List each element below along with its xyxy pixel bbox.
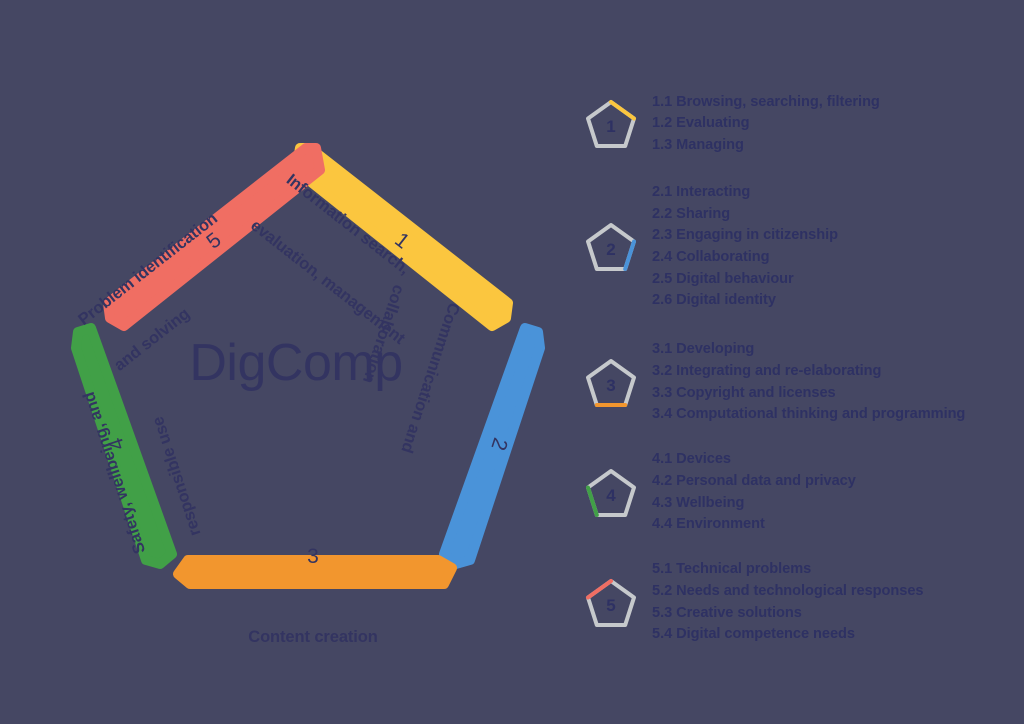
wheel-label-3: Content creation [248, 589, 378, 686]
list-item[interactable]: 1.3 Managing [652, 136, 744, 153]
wheel-segment-5[interactable]: 5 [103, 143, 325, 331]
list-item[interactable]: 3.4 Computational thinking and programmi… [652, 406, 966, 423]
wheel-center-title: DigComp [189, 334, 402, 392]
pentagon-3-number: 3 [606, 376, 615, 395]
pentagon-5-number: 5 [606, 596, 615, 615]
wheel-segment-5-shape [103, 143, 325, 331]
pentagon-5-accent-edge [586, 578, 613, 599]
list-item[interactable]: 2.3 Engaging in citizenship [652, 227, 838, 244]
list-item[interactable]: 5.2 Needs and technological responses [652, 582, 924, 599]
competence-group-5-items: 5.1 Technical problems 5.2 Needs and tec… [642, 559, 924, 645]
list-item[interactable]: 4.3 Wellbeing [652, 494, 745, 511]
pentagon-5-icon: 5 [580, 575, 642, 631]
pentagon-2-outline [586, 223, 636, 271]
competence-group-5[interactable]: 5 5.1 Technical problems 5.2 Needs and t… [580, 555, 924, 650]
wheel-svg: 1 2 3 4 5 DigComp [71, 143, 545, 589]
pentagon-4-number: 4 [606, 486, 616, 505]
competence-group-4[interactable]: 4 4.1 Devices 4.2 Personal data and priv… [580, 445, 856, 540]
list-item[interactable]: 4.2 Personal data and privacy [652, 472, 856, 489]
wheel-label-4-line1: Safety, wellbeing, and [79, 389, 150, 556]
list-item[interactable]: 1.2 Evaluating [652, 115, 750, 132]
wheel-label-2-line1: Communication and [397, 300, 463, 456]
list-item[interactable]: 3.1 Developing [652, 341, 755, 358]
wheel-segment-3[interactable]: 3 [173, 545, 457, 589]
competence-list: 1 1.1 Browsing, searching, filtering 1.2… [580, 80, 1024, 660]
list-item[interactable]: 1.1 Browsing, searching, filtering [652, 93, 880, 110]
digcomp-wheel: 1 2 3 4 5 DigComp [0, 60, 580, 660]
list-item[interactable]: 2.2 Sharing [652, 205, 731, 222]
competence-group-1-items: 1.1 Browsing, searching, filtering 1.2 E… [642, 92, 880, 157]
pentagon-4-outline [586, 468, 636, 517]
list-item[interactable]: 5.4 Digital competence needs [652, 626, 855, 643]
pentagon-2-number: 2 [606, 240, 615, 259]
wheel-label-2-line2: collaboration [358, 282, 408, 386]
pentagon-1-icon: 1 [580, 96, 642, 152]
pentagon-3-icon: 3 [580, 355, 642, 411]
wheel-segment-2[interactable]: 2 [439, 323, 545, 569]
list-item[interactable]: 3.3 Copyright and licenses [652, 384, 836, 401]
list-item[interactable]: 2.6 Digital identity [652, 292, 776, 309]
list-item[interactable]: 2.4 Collaborating [652, 249, 770, 265]
wheel-segment-4-shape [71, 323, 177, 569]
competence-group-4-items: 4.1 Devices 4.2 Personal data and privac… [642, 449, 856, 535]
list-item[interactable]: 5.1 Technical problems [652, 561, 812, 578]
pentagon-2-accent-edge [623, 239, 636, 271]
pentagon-4-icon: 4 [580, 465, 642, 521]
pentagon-1-number: 1 [606, 117, 615, 136]
list-item[interactable]: 2.1 Interacting [652, 184, 751, 201]
wheel-segment-3-shape [173, 555, 457, 589]
wheel-segment-4[interactable]: 4 [71, 323, 177, 569]
wheel-segment-2-shape [439, 323, 545, 569]
list-item[interactable]: 5.3 Creative solutions [652, 604, 802, 621]
pentagon-4-accent-edge [586, 485, 599, 517]
list-item[interactable]: 3.2 Integrating and re-elaborating [652, 362, 882, 379]
wheel-segment-3-number: 3 [307, 545, 319, 568]
competence-group-1[interactable]: 1 1.1 Browsing, searching, filtering 1.2… [580, 88, 880, 160]
competence-group-2-items: 2.1 Interacting 2.2 Sharing 2.3 Engaging… [642, 182, 838, 312]
pentagon-2-icon: 2 [580, 219, 642, 275]
list-item[interactable]: 4.1 Devices [652, 451, 731, 468]
competence-group-3[interactable]: 3 3.1 Developing 3.2 Integrating and re-… [580, 335, 965, 430]
competence-group-3-items: 3.1 Developing 3.2 Integrating and re-el… [642, 339, 965, 425]
wheel-label-3-line1: Content creation [248, 627, 378, 646]
pentagon-1-accent-edge [609, 100, 636, 121]
list-item[interactable]: 2.5 Digital behaviour [652, 270, 794, 287]
competence-group-2[interactable]: 2 2.1 Interacting 2.2 Sharing 2.3 Engagi… [580, 178, 838, 316]
list-item[interactable]: 4.4 Environment [652, 516, 765, 533]
